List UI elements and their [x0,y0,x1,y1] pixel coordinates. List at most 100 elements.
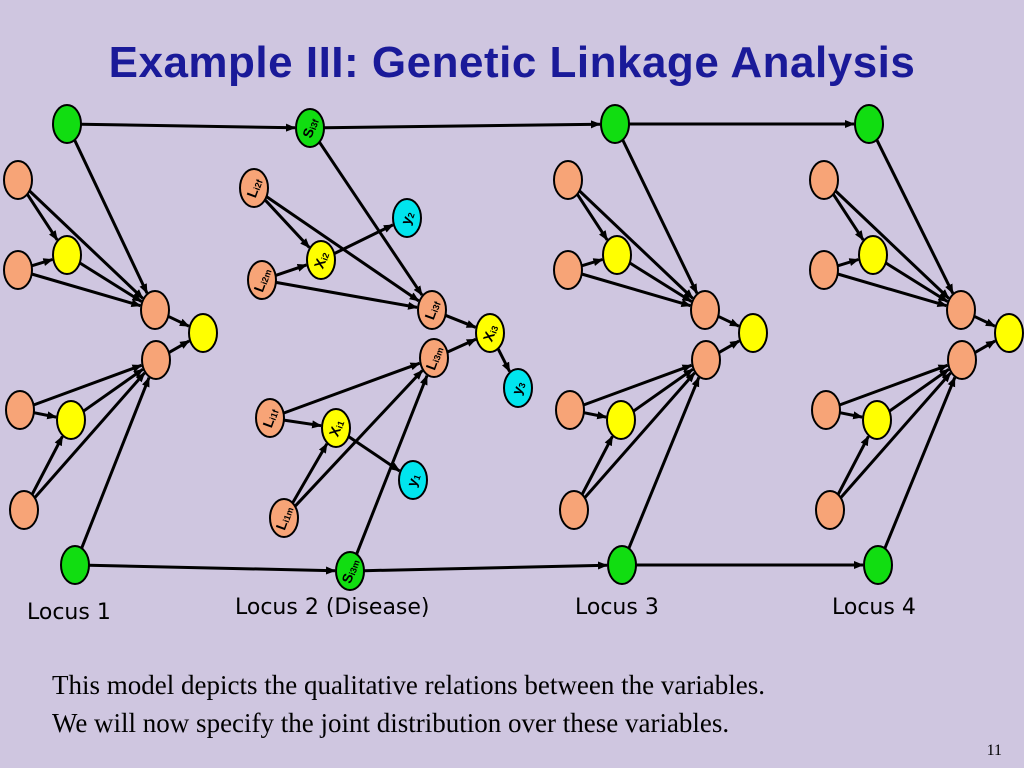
edge-l1_a2-to-l1_g1 [31,258,54,268]
node-shape [811,390,841,430]
node-shape [503,368,533,408]
node-shape [606,400,636,440]
edge-l_i1m-to-l_i3m [293,369,424,508]
node-shape [52,104,82,144]
edge-l1_a1-to-l1_p1 [28,189,144,300]
node-y-3: y3 [503,368,533,408]
page-number: 11 [986,742,1002,759]
node-shape [255,398,285,438]
node-l-i1m: Li1m [269,498,299,538]
edge-l4_a2-to-l4_p1 [837,272,948,308]
node-shape [858,235,888,275]
node-shape [392,198,422,238]
edge-l1_sm-to-l1_p2 [80,376,151,549]
node-shape [3,160,33,200]
node-shape [862,400,892,440]
node-shape [56,400,86,440]
edge-l1_g2-to-l1_p2 [82,368,144,413]
node-shape [994,313,1024,353]
node-l1-g1 [52,235,82,275]
node-shape [553,250,583,290]
node-l4-p1 [946,290,976,330]
diagram-edges [26,120,997,575]
node-label-y-1: y1 [403,471,422,489]
node-shape [475,313,505,353]
edge-l1_p1-to-l1_g3 [167,314,190,328]
node-shape [553,160,583,200]
edge-l4_p1-to-l4_g3 [973,314,996,328]
edge-l4_a1-to-l4_g1 [832,193,865,241]
node-label-x-i3: Xi3 [480,322,501,343]
edge-l1_a4-to-l1_p2 [33,371,146,499]
edge-s_i3m-to-l3_sm [363,561,608,573]
node-label-x-i1: Xi1 [326,417,347,438]
node-shape [321,408,351,448]
node-shape [815,490,845,530]
node-shape [188,313,218,353]
node-shape [239,168,269,208]
edge-l3_sf-to-l3_p1 [621,139,699,295]
node-x-i2: Xi2 [306,240,336,280]
node-l1-sf [52,104,82,144]
node-l-i2m: Li2m [247,260,277,300]
edge-l3_a2-to-l3_p1 [581,272,692,308]
edge-l1_a3-to-l1_g2 [33,411,58,420]
edge-x_i3-to-y_3 [496,347,511,373]
node-l3-a3 [555,390,585,430]
edge-l1_sf-to-l1_p1 [73,139,149,295]
node-l1-sm [60,545,90,585]
node-l-i2f: Li2f [239,168,269,208]
node-l-i1f: Li1f [255,398,285,438]
node-label-l-i1f: Li1f [259,405,281,429]
node-l3-p2 [691,340,721,380]
node-l4-sf [854,104,884,144]
node-label-l-i3f: Li3f [421,297,443,321]
edge-l3_a4-to-l3_p2 [583,371,696,499]
node-shape [52,235,82,275]
node-shape [946,290,976,330]
edge-l_i2m-to-x_i2 [275,263,308,277]
node-x-i3: Xi3 [475,313,505,353]
edge-l_i3f-to-x_i3 [444,313,477,329]
edge-l_i3m-to-x_i3 [446,337,477,354]
edge-l3_p1-to-l3_g3 [717,314,740,328]
edge-l4_a4-to-l4_g2 [836,435,870,496]
edge-l3_g2-to-l3_p2 [632,368,694,413]
node-l1-a1 [3,160,33,200]
node-label-y-3: y3 [508,379,527,397]
edge-l_i2m-to-l_i3f [275,280,419,310]
edge-l3_p2-to-l3_g3 [718,339,741,354]
node-l4-a4 [815,490,845,530]
locus-4-label: Locus 4 [832,595,916,620]
node-l-i3f: Li3f [417,290,447,330]
diagram-nodes: Si3fSi3mLi2fLi2mXi2y2Li3fLi3mXi3y3Li1fLi… [3,104,1024,591]
node-l3-sf [600,104,630,144]
node-label-l-i2m: Li2m [250,266,273,294]
edge-l4_a4-to-l4_p2 [839,371,952,499]
edge-l1_a4-to-l1_g2 [30,435,64,496]
node-l1-g2 [56,400,86,440]
node-shape [809,250,839,290]
node-shape [559,490,589,530]
edge-l4_a2-to-l4_g1 [837,258,860,268]
node-shape [863,545,893,585]
node-l3-g2 [606,400,636,440]
node-label-s-i3m: Si3m [338,557,362,586]
node-shape [947,340,977,380]
edge-s_i3m-to-l_i3m [355,374,429,555]
edge-l1_a1-to-l1_g1 [26,193,59,241]
edge-l3_a4-to-l3_g2 [580,435,614,496]
node-label-x-i2: Xi2 [311,249,332,270]
node-l4-a3 [811,390,841,430]
edge-l1_a2-to-l1_p1 [31,272,142,308]
edge-l_i1m-to-x_i1 [291,442,329,504]
edge-l4_sm-to-l4_p2 [883,376,957,549]
node-l3-a2 [553,250,583,290]
edge-l1_a3-to-l1_p2 [32,363,143,407]
edge-l_i2f-to-x_i2 [263,198,311,249]
node-label-s-i3f: Si3f [299,115,321,140]
node-shape [690,290,720,330]
node-shape [691,340,721,380]
node-shape [600,104,630,144]
locus-3-label: Locus 3 [575,595,659,620]
